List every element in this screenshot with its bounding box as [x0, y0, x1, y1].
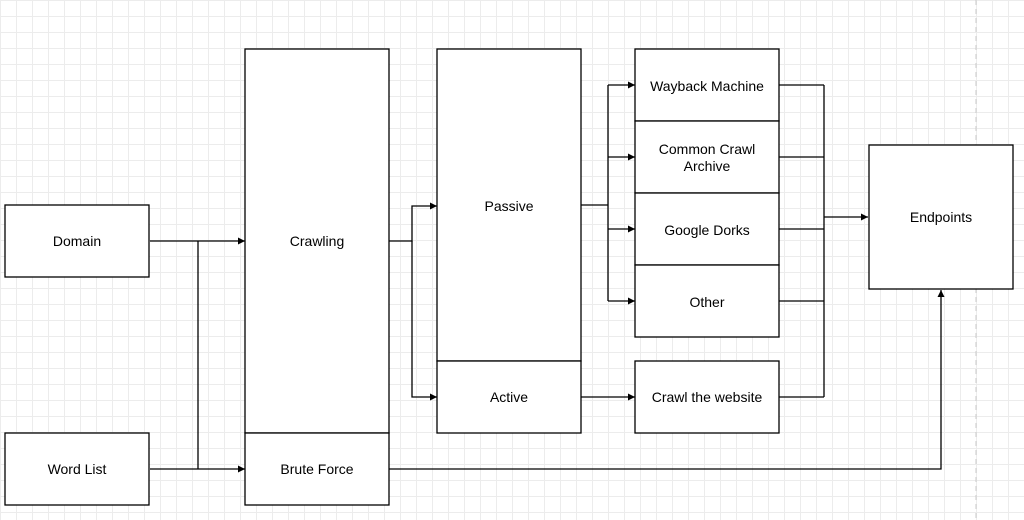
node-crawling-label: Crawling: [290, 233, 344, 249]
node-wayback-machine[interactable]: Wayback Machine: [634, 48, 780, 122]
node-crawling[interactable]: Crawling: [244, 48, 390, 434]
node-google-dorks-label: Google Dorks: [664, 222, 750, 238]
node-crawl-the-website[interactable]: Crawl the website: [634, 360, 780, 434]
edges: [150, 81, 945, 473]
node-other[interactable]: Other: [634, 264, 780, 338]
node-crawl-the-website-label: Crawl the website: [652, 389, 763, 405]
edge-passive-trunk: [581, 85, 609, 301]
edge-sources-collector: [779, 84, 825, 398]
node-domain[interactable]: Domain: [4, 204, 150, 278]
node-wayback-machine-label: Wayback Machine: [650, 78, 764, 94]
node-domain-label: Domain: [53, 233, 101, 249]
node-common-crawl-archive[interactable]: Common Crawl Archive: [634, 120, 780, 194]
node-google-dorks[interactable]: Google Dorks: [634, 192, 780, 266]
node-active[interactable]: Active: [436, 360, 582, 434]
edge-crawling-active: [411, 241, 437, 401]
node-word-list-label: Word List: [48, 461, 107, 477]
node-brute-force-label: Brute Force: [280, 461, 353, 477]
node-brute-force[interactable]: Brute Force: [244, 432, 390, 506]
node-passive[interactable]: Passive: [436, 48, 582, 362]
node-common-crawl-label-line1: Common Crawl: [659, 141, 755, 157]
node-endpoints-label: Endpoints: [910, 209, 972, 225]
node-other-label: Other: [689, 294, 724, 310]
node-passive-label: Passive: [484, 198, 533, 214]
node-common-crawl-label-line2: Archive: [684, 158, 731, 174]
edge-bruteforce-endpoints: [389, 290, 945, 470]
node-active-label: Active: [490, 389, 528, 405]
node-word-list[interactable]: Word List: [4, 432, 150, 506]
edge-crawling-split: [389, 202, 437, 242]
node-endpoints[interactable]: Endpoints: [868, 144, 1014, 290]
